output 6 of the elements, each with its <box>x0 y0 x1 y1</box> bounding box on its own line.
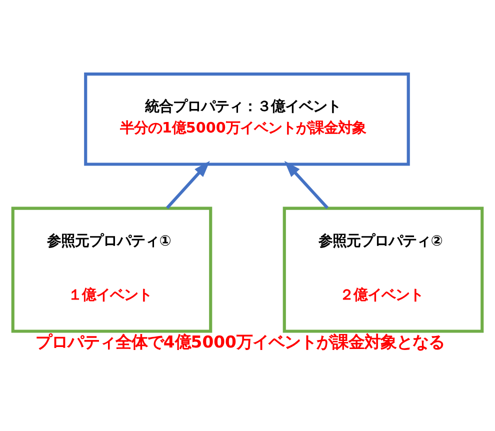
node-box: 参照元プロパティ① １億イベント <box>11 206 212 332</box>
arrow <box>284 160 329 208</box>
caption: プロパティ全体で4億5000万イベントが課金対象となる <box>35 332 444 351</box>
node-box: 統合プロパティ：３億イベント 半分の1億5000万イベントが課金対象 <box>84 72 410 166</box>
node-box: 参照元プロパティ② ２億イベント <box>282 206 484 332</box>
arrow <box>166 160 210 208</box>
